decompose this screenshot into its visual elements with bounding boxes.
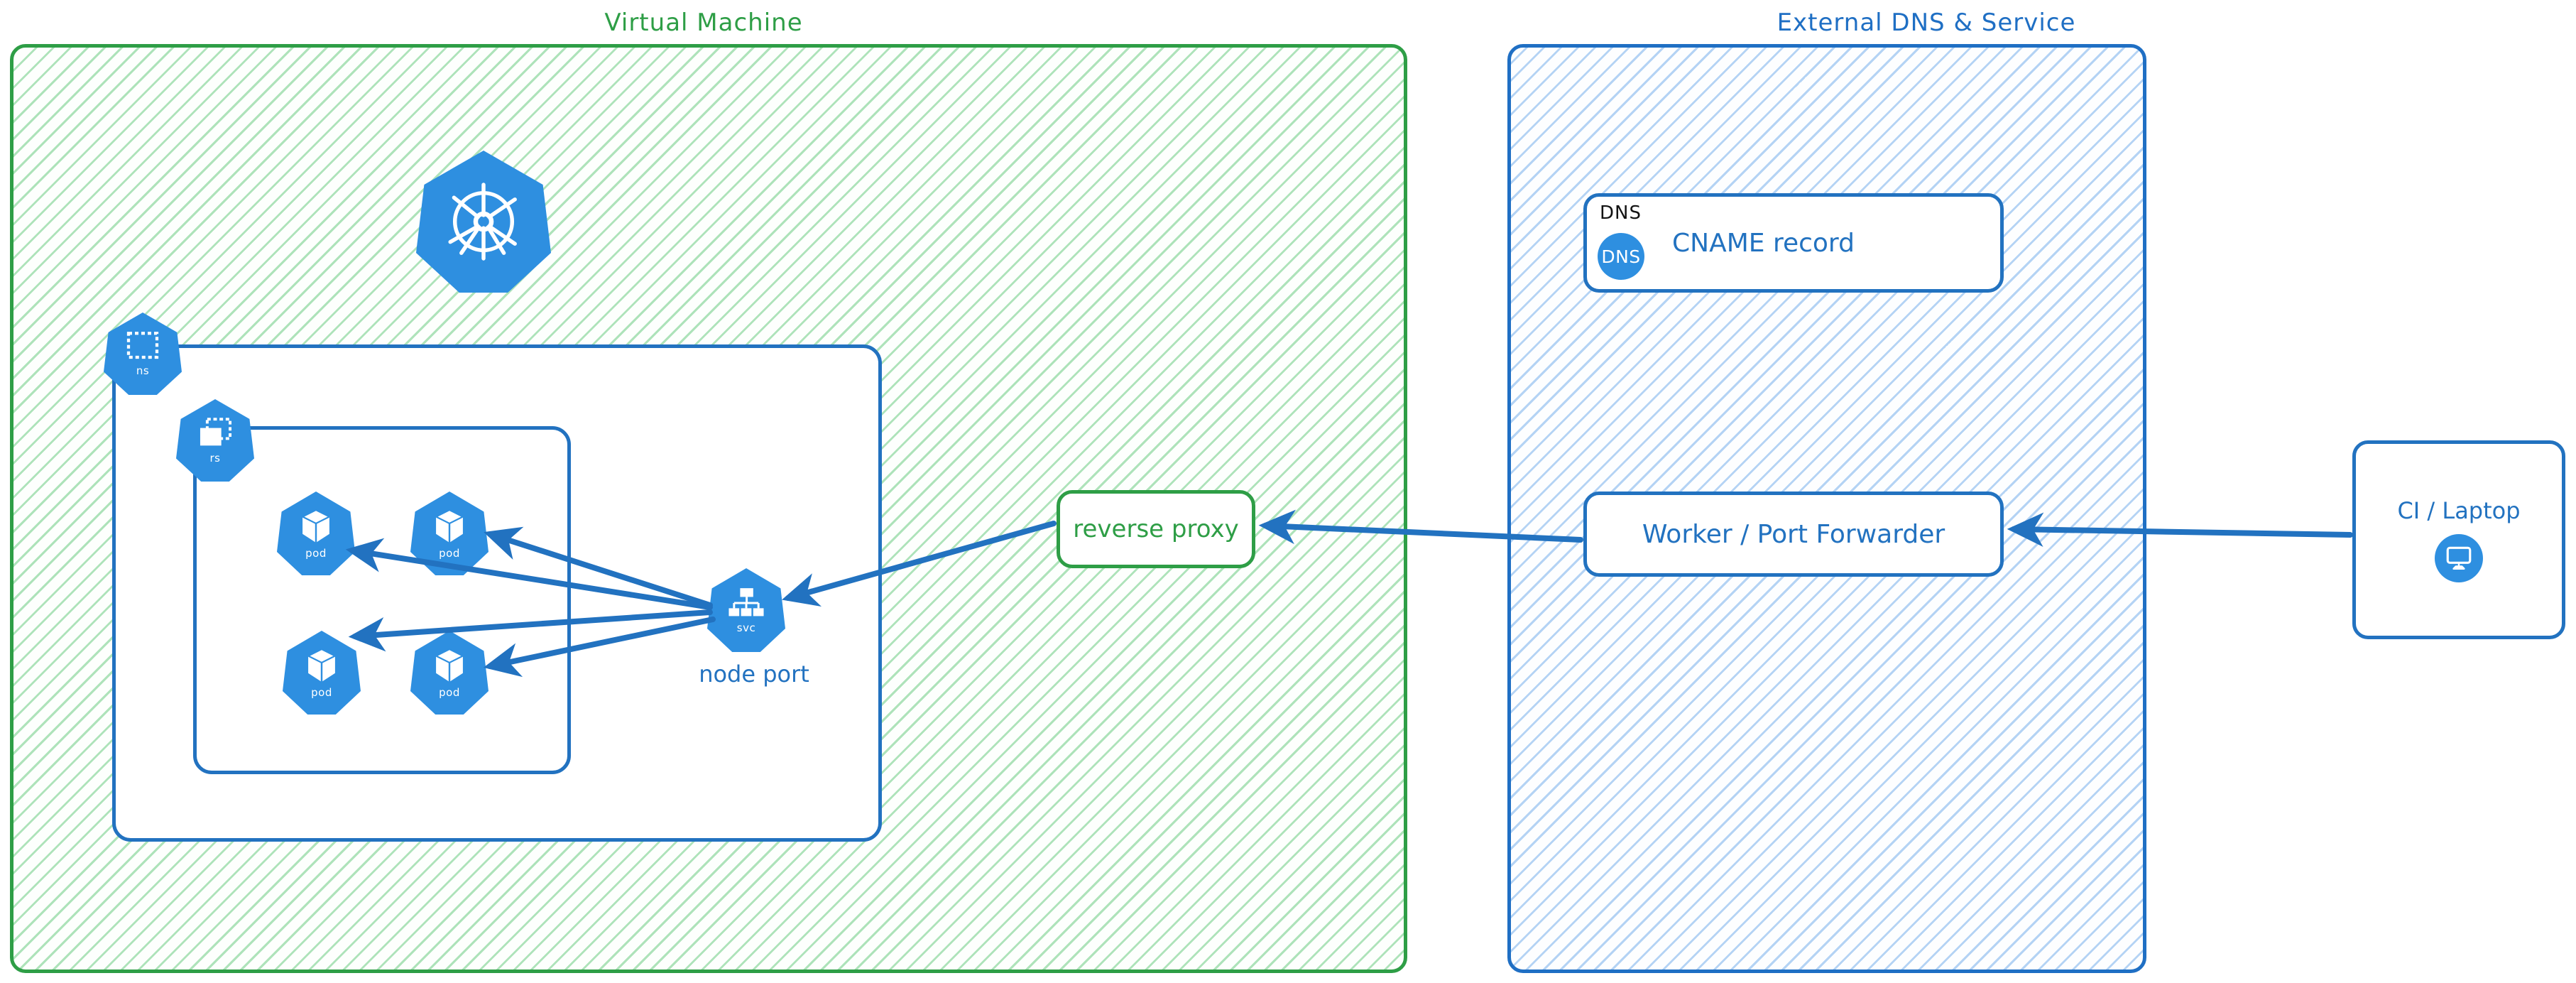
pod-badge: pod — [277, 492, 355, 575]
replicaset-badge-label: rs — [209, 452, 221, 465]
ci-laptop-node[interactable]: CI / Laptop — [2352, 440, 2565, 639]
worker-port-forwarder-label: Worker / Port Forwarder — [1642, 519, 1945, 549]
namespace-dashed-square-icon — [126, 332, 159, 359]
pod-cube-icon — [434, 509, 465, 543]
service-badge-label: svc — [736, 621, 756, 634]
dns-badge-text: DNS — [1601, 246, 1641, 267]
external-panel-title: External DNS & Service — [1777, 9, 2076, 37]
service-hierarchy-icon — [728, 588, 764, 617]
pod-badge-label: pod — [311, 686, 332, 699]
pod-cube-icon — [300, 509, 332, 543]
ci-laptop-label: CI / Laptop — [2397, 497, 2521, 524]
pod-badge-label: pod — [305, 547, 327, 560]
pod-badge: pod — [283, 631, 361, 715]
reverse-proxy-label: reverse proxy — [1073, 515, 1239, 543]
replicaset-badge: rs — [176, 399, 254, 482]
kubernetes-helm-icon — [448, 183, 517, 261]
pod-badge: pod — [410, 631, 489, 715]
reverse-proxy-node[interactable]: reverse proxy — [1057, 490, 1255, 568]
namespace-badge: ns — [104, 313, 182, 395]
cname-record-label: CNAME record — [1672, 228, 1855, 258]
worker-port-forwarder-node[interactable]: Worker / Port Forwarder — [1583, 492, 2004, 577]
desktop-monitor-icon — [2435, 534, 2483, 582]
pod-badge: pod — [410, 492, 489, 575]
kubernetes-logo — [416, 151, 551, 293]
dns-tag-label: DNS — [1600, 202, 1642, 224]
namespace-badge-label: ns — [136, 364, 150, 377]
pod-cube-icon — [434, 648, 465, 682]
replicaset-stacked-squares-icon — [200, 418, 232, 446]
pod-badge-label: pod — [439, 686, 460, 699]
pod-badge-label: pod — [439, 547, 460, 560]
vm-panel-title: Virtual Machine — [604, 9, 803, 37]
node-port-caption: node port — [699, 661, 809, 688]
dns-circle-icon: DNS — [1598, 233, 1644, 280]
service-badge: svc — [707, 568, 785, 652]
pod-cube-icon — [306, 648, 337, 682]
cname-record-node[interactable]: CNAME record — [1583, 193, 2004, 293]
